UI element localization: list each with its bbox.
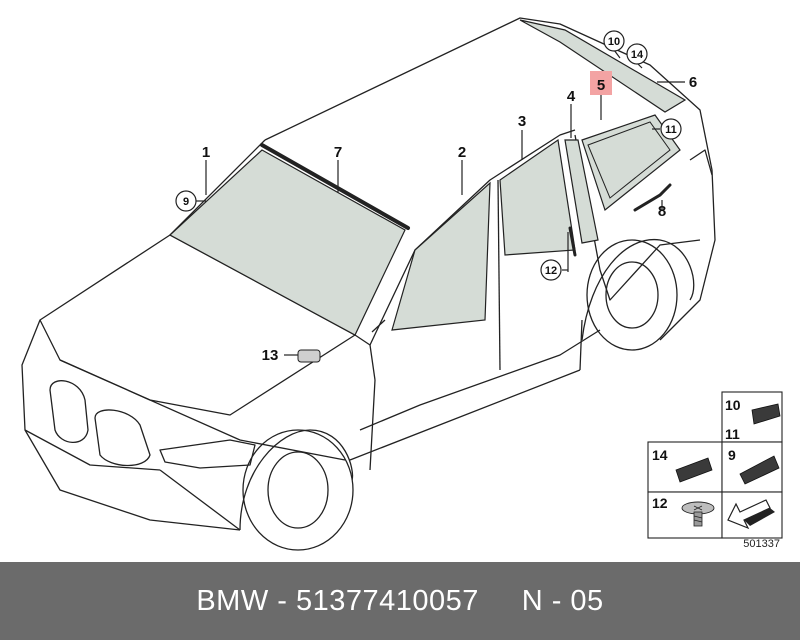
callout-1: 1 <box>202 144 210 161</box>
windshield-upper-seal <box>260 143 410 230</box>
callout-circle-11 <box>660 118 682 140</box>
thumb-box-12 <box>647 491 723 539</box>
callout-14: 14 <box>631 49 644 61</box>
part-number: 51377410057 <box>295 584 479 617</box>
thumb-label-14: 14 <box>652 447 668 463</box>
position-code: N - 05 <box>521 584 604 617</box>
callout-circle-9 <box>175 190 197 212</box>
circled-callout-labels: 9 10 14 11 12 <box>183 36 677 277</box>
seal-block-9 <box>739 455 780 485</box>
seal-block-14 <box>675 457 713 483</box>
callout-circle-10 <box>603 30 625 52</box>
seal-block-10-11 <box>751 403 781 425</box>
callout-circle-12 <box>540 259 562 281</box>
rear-window-glass <box>519 19 687 113</box>
diagram-number: 501337 <box>743 538 780 550</box>
callout-2: 2 <box>458 144 466 161</box>
highlight-callout-5 <box>590 71 612 95</box>
overview-arrow-icon <box>727 499 775 530</box>
circled-callouts <box>175 30 682 281</box>
front-door-glass <box>391 181 491 331</box>
thumb-label-12: 12 <box>652 495 668 511</box>
part-info-footer: BMW - 51377410057 N - 05 <box>0 562 800 640</box>
callout-5: 5 <box>597 77 605 94</box>
callouts: 1 2 3 4 5 6 7 8 13 <box>202 74 697 364</box>
callout-circle-14 <box>626 43 648 65</box>
side-window-rear-glass <box>581 114 681 212</box>
windshield-glass <box>168 149 406 336</box>
quarter-seal-strip <box>633 183 672 212</box>
callout-8: 8 <box>658 203 666 220</box>
thumb-label-9: 9 <box>728 447 736 463</box>
callout-6: 6 <box>689 74 697 91</box>
rear-door-fixed-glass <box>564 139 599 244</box>
footer-gap <box>479 585 522 618</box>
rear-door-glass <box>499 138 576 256</box>
footer-separator: - <box>268 584 296 617</box>
screw-icon <box>681 501 715 527</box>
front-door-seal <box>568 226 577 257</box>
callout-10: 10 <box>608 36 620 48</box>
callout-4: 4 <box>567 88 576 105</box>
callout-12: 12 <box>545 265 557 277</box>
callout-7: 7 <box>334 144 342 161</box>
callout-13: 13 <box>262 347 279 364</box>
sensor-13 <box>297 349 321 363</box>
thumb-label-11: 11 <box>725 426 740 442</box>
callout-9: 9 <box>183 196 189 208</box>
thumb-label-10: 10 <box>725 397 741 413</box>
callout-3: 3 <box>518 113 526 130</box>
car-glazing-diagram: 1 2 3 4 5 6 7 8 13 9 10 14 11 12 <box>21 17 783 551</box>
brand-name: BMW <box>196 584 269 617</box>
callout-11: 11 <box>665 124 677 136</box>
thumb-labels: 10 11 14 9 12 <box>652 397 741 511</box>
thumb-parts <box>675 403 781 530</box>
